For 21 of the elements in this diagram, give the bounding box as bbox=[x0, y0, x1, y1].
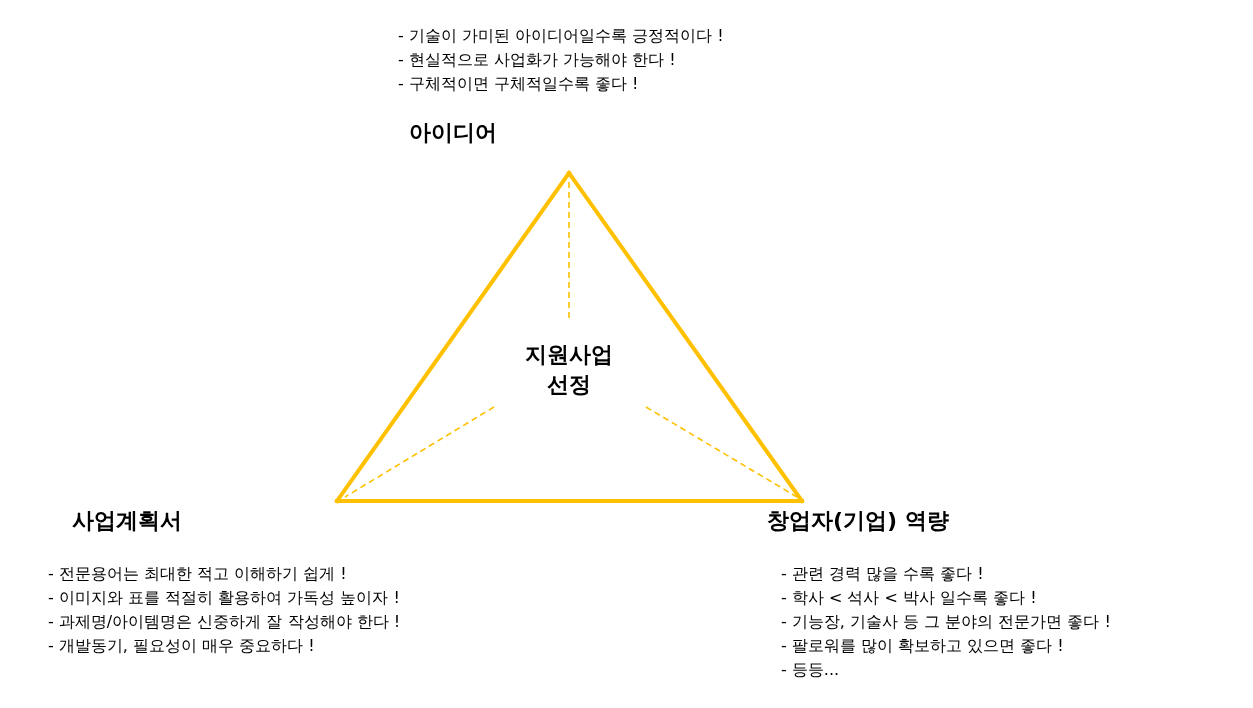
bullet-note: - 기술이 가미된 아이디어일수록 긍정적이다 ! bbox=[398, 25, 724, 47]
bullet-note: - 현실적으로 사업화가 가능해야 한다 ! bbox=[398, 49, 677, 71]
bullet-note: - 구체적이면 구체적일수록 좋다 ! bbox=[398, 73, 640, 95]
triangle-side bbox=[335, 171, 571, 503]
dashed-line bbox=[344, 406, 495, 498]
triangle-side bbox=[567, 171, 804, 503]
triangle-side bbox=[335, 499, 804, 503]
vertex-label: 창업자(기업) 역량 bbox=[767, 507, 949, 535]
dashed-line bbox=[645, 406, 798, 498]
bullet-note: - 이미지와 표를 적절히 활용하여 가독성 높이자 ! bbox=[48, 587, 401, 609]
bullet-note: - 팔로워를 많이 확보하고 있으면 좋다 ! bbox=[781, 635, 1065, 657]
bullet-note: - 과제명/아이템명은 신중하게 잘 작성해야 한다 ! bbox=[48, 611, 401, 633]
bullet-note: - 전문용어는 최대한 적고 이해하기 쉽게 ! bbox=[48, 563, 348, 585]
vertex-label: 아이디어 bbox=[409, 119, 498, 147]
bullet-note: - 관련 경력 많을 수록 좋다 ! bbox=[781, 563, 985, 585]
bullet-note: - 개발동기, 필요성이 매우 중요하다 ! bbox=[48, 635, 316, 657]
bullet-note: - 등등... bbox=[781, 659, 841, 681]
bullet-note: - 학사 < 석사 < 박사 일수록 좋다 ! bbox=[781, 587, 1038, 609]
center-label: 지원사업 선정 bbox=[524, 341, 614, 399]
vertex-label: 사업계획서 bbox=[71, 507, 182, 535]
bullet-note: - 기능장, 기술사 등 그 분야의 전문가면 좋다 ! bbox=[781, 611, 1111, 633]
